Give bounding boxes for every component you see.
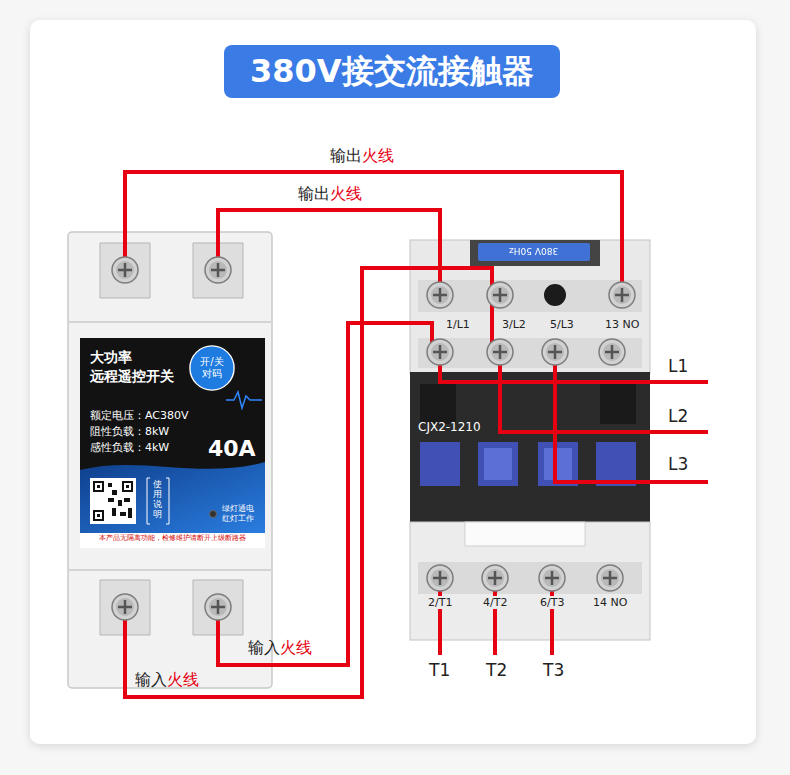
- phase-label: L1: [668, 356, 688, 376]
- current-rating: 40A: [208, 436, 256, 462]
- warning-text: 本产品无隔离功能，检修维护请断开上级断路器: [80, 534, 265, 542]
- terminal-screw: [487, 339, 513, 365]
- load-label: T2: [486, 660, 507, 680]
- coil-hole: [544, 284, 566, 306]
- phase-wire: [500, 352, 708, 432]
- terminal-label: 1/L1: [444, 318, 472, 331]
- title-banner: 380V接交流接触器: [224, 45, 560, 98]
- terminal-screw: [482, 565, 508, 591]
- terminal-label: 4/T2: [481, 596, 509, 609]
- phase-wire: [555, 352, 708, 482]
- wire-label: 输入: [248, 638, 280, 657]
- output-wire: [218, 210, 440, 295]
- terminal-screw: [539, 565, 565, 591]
- terminal-recess: [418, 562, 642, 594]
- wire-label-live: 火线: [280, 638, 312, 657]
- coil-rating: 380V 50Hz: [509, 245, 558, 256]
- terminal-label: 14 NO: [591, 596, 629, 609]
- rating-text: 额定电压：AC380V 阻性负载：8kW 感性负载：4kW: [90, 408, 205, 456]
- panel-black: [80, 338, 265, 475]
- contactor-body: CJX2-1210: [410, 240, 650, 640]
- contact-button-highlight: [484, 448, 572, 480]
- code-pair-button: 开/关 对码: [189, 345, 235, 391]
- terminal-label: 6/T3: [538, 596, 566, 609]
- terminal-screw: [542, 339, 568, 365]
- switch-label-panel: 大功率 远程遥控开关额定电压：AC380V 阻性负载：8kW 感性负载：4kW4…: [80, 338, 265, 548]
- terminal-screw: [205, 594, 231, 620]
- terminal-screw: [487, 282, 513, 308]
- contactor-bottom: [410, 522, 650, 640]
- load-label: T1: [429, 660, 450, 680]
- terminal-screw: [427, 339, 453, 365]
- panel-heading: 大功率 远程遥控开关: [90, 348, 190, 386]
- manual-label: 使用说明: [153, 480, 162, 520]
- terminal-screw: [427, 565, 453, 591]
- signal-wave: [226, 392, 262, 408]
- phase-label: L3: [668, 454, 688, 474]
- terminal-screw: [427, 282, 453, 308]
- terminal-label: 2/T1: [426, 596, 454, 609]
- wire-label-live: 火线: [362, 146, 394, 165]
- terminal-recess: [418, 280, 642, 368]
- terminal-screw: [112, 257, 138, 283]
- terminal-screw: [597, 565, 623, 591]
- card: [30, 20, 756, 744]
- qr-finder-dot: [97, 485, 129, 517]
- contactor-window: [420, 384, 636, 424]
- coil-label-strip: [478, 243, 590, 261]
- wire-label-live: 火线: [167, 670, 199, 689]
- switch-body: [68, 232, 272, 688]
- bracket: [147, 478, 169, 524]
- panel-warning-strip: [80, 533, 265, 548]
- phase-label: L2: [668, 406, 688, 426]
- output-wire: [125, 172, 622, 295]
- button-label: 开/关 对码: [194, 356, 230, 380]
- terminal-label: 3/L2: [500, 318, 528, 331]
- contactor-top: [410, 240, 650, 374]
- load-label: T3: [543, 660, 564, 680]
- terminal-screw: [609, 282, 635, 308]
- qr-finder-ring: [95, 483, 131, 519]
- phase-wire: [440, 352, 708, 382]
- coil-cap: [470, 240, 600, 266]
- terminal-screw: [112, 594, 138, 620]
- terminal-label: 13 NO: [603, 318, 641, 331]
- led-note: 绿灯通电 红灯工作: [222, 504, 262, 525]
- wires: [125, 172, 708, 697]
- input-wire: [218, 323, 432, 665]
- button-circle: [190, 346, 234, 390]
- contact-button: [420, 442, 636, 486]
- terminal-label: 5/L3: [548, 318, 576, 331]
- wire-label: 输出: [298, 184, 330, 203]
- contactor-middle: [410, 372, 650, 522]
- panel-blue: [80, 462, 265, 533]
- wire-label-live: 火线: [330, 184, 362, 203]
- terminal-screw: [599, 339, 625, 365]
- input-wire: [125, 268, 492, 697]
- model-number: CJX2-1210: [418, 420, 481, 434]
- wire-label: 输入: [135, 670, 167, 689]
- qr-pattern: [93, 481, 133, 521]
- qr-code: [90, 478, 136, 524]
- switch-shading: [68, 322, 272, 570]
- status-led: [210, 511, 217, 518]
- contactor-slider: [465, 522, 585, 546]
- terminal-screw: [205, 257, 231, 283]
- wire-label: 输出: [330, 146, 362, 165]
